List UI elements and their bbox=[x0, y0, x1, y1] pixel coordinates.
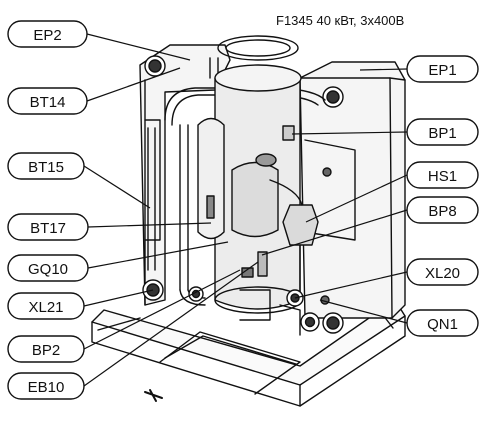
label-bt15: BT15 bbox=[28, 159, 64, 176]
callout-xl20: XL20 bbox=[406, 258, 479, 286]
label-xl20: XL20 bbox=[425, 265, 460, 282]
label-bt17: BT17 bbox=[30, 220, 66, 237]
leader-qn1 bbox=[319, 299, 408, 324]
label-ep2: EP2 bbox=[33, 27, 61, 44]
leader-ep2 bbox=[86, 33, 191, 61]
callout-bp1: BP1 bbox=[406, 118, 479, 146]
leader-xl21 bbox=[83, 289, 154, 307]
model-caption: F1345 40 кВт, 3x400В bbox=[276, 13, 405, 28]
label-bp8: BP8 bbox=[428, 203, 456, 220]
callout-bp2: BP2 bbox=[7, 335, 85, 363]
heat-exchanger-ep2 bbox=[139, 44, 231, 306]
compressor-gq10 bbox=[214, 64, 302, 314]
label-bt14: BT14 bbox=[30, 94, 66, 111]
callout-ep1: EP1 bbox=[406, 55, 479, 83]
leader-bt15 bbox=[83, 165, 151, 209]
callout-eb10: EB10 bbox=[7, 372, 85, 400]
heat-exchanger-ep1 bbox=[299, 61, 406, 334]
pressostat-bp1 bbox=[282, 125, 295, 141]
leader-bp8 bbox=[261, 209, 408, 256]
label-xl21: XL21 bbox=[28, 299, 63, 316]
leader-bt14 bbox=[86, 67, 181, 102]
callout-bt15: BT15 bbox=[7, 152, 85, 180]
leader-hs1 bbox=[305, 174, 408, 223]
callout-bt17: BT17 bbox=[7, 213, 89, 241]
label-bp2: BP2 bbox=[32, 342, 60, 359]
label-gq10: GQ10 bbox=[28, 261, 68, 278]
label-ep1: EP1 bbox=[428, 62, 456, 79]
label-eb10: EB10 bbox=[28, 379, 65, 396]
label-qn1: QN1 bbox=[427, 316, 458, 333]
label-bp1: BP1 bbox=[428, 125, 456, 142]
leader-bp2 bbox=[83, 269, 241, 350]
leader-bt17 bbox=[87, 222, 212, 228]
leader-bp1 bbox=[291, 131, 408, 135]
callout-qn1: QN1 bbox=[406, 309, 479, 337]
leader-xl20 bbox=[294, 271, 408, 299]
callout-xl21: XL21 bbox=[7, 292, 85, 320]
valves-cluster bbox=[188, 251, 320, 336]
drying-filter-hs1 bbox=[269, 179, 319, 301]
liquid-tank bbox=[197, 117, 225, 240]
callout-gq10: GQ10 bbox=[7, 254, 89, 282]
callout-ep2: EP2 bbox=[7, 20, 88, 48]
leader-ep1 bbox=[359, 68, 408, 71]
leader-eb10 bbox=[83, 261, 259, 387]
leader-lines bbox=[83, 33, 408, 387]
callout-hs1: HS1 bbox=[406, 161, 479, 189]
leader-gq10 bbox=[87, 241, 229, 269]
label-hs1: HS1 bbox=[428, 168, 457, 185]
callout-bp8: BP8 bbox=[406, 196, 479, 224]
callout-bt14: BT14 bbox=[7, 87, 88, 115]
